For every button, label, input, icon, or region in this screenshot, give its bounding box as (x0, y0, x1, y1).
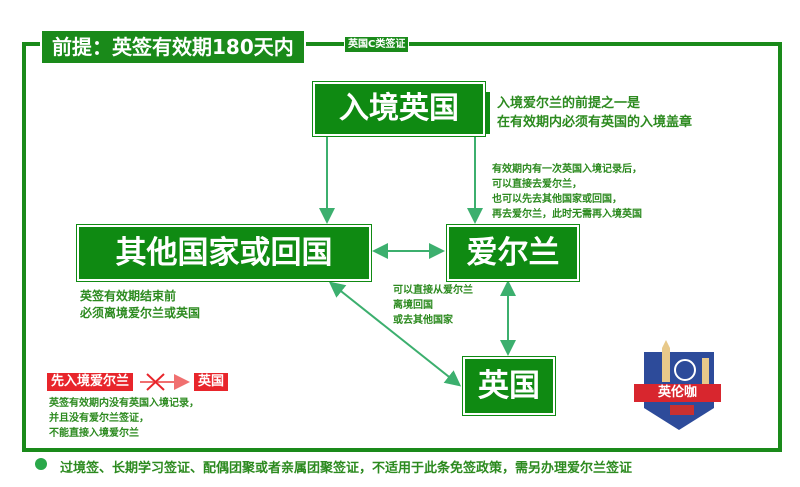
leave-note: 英签有效期结束前必须离境爱尔兰或英国 (80, 288, 200, 322)
note-line: 英签有效期内没有英国入境记录， (49, 398, 199, 409)
node-other-country: 其他国家或回国 (77, 225, 371, 281)
note-line: 也可以先去其他国家或回国， (492, 194, 622, 205)
note-line: 有效期内有一次英国入境记录后， (492, 164, 642, 175)
node-uk: 英国 (463, 357, 555, 415)
note-line: 必须离境爱尔兰或英国 (80, 306, 201, 320)
logo-text: 英伦咖 (657, 385, 697, 400)
note-line: 在有效期内必须有英国的入境盖章 (497, 115, 693, 130)
note-line: 入境爱尔兰的前提之一是 (497, 96, 641, 111)
page-title: 前提：英签有效期180天内 (40, 29, 306, 65)
invalid-note: 英签有效期内没有英国入境记录， 并且没有爱尔兰签证， 不能直接入境爱尔兰 (49, 396, 199, 441)
note-line: 可以直接从爱尔兰 (393, 285, 473, 296)
arrow-other-uk (328, 281, 462, 387)
note-line: 或去其他国家 (393, 315, 453, 326)
node-ireland: 爱尔兰 (447, 225, 579, 281)
bullet-icon (35, 458, 47, 470)
from-ireland-note: 可以直接从爱尔兰离境回国或去其他国家 (393, 283, 473, 328)
record-note: 有效期内有一次英国入境记录后， 可以直接去爱尔兰， 也可以先去其他国家或回国， 再去爱… (492, 162, 642, 222)
cross-icon (146, 373, 165, 391)
visa-type-badge: 英国C类签证 (344, 36, 410, 53)
node-enter-uk: 入境英国 (313, 82, 485, 136)
wrong-to-label: 英国 (194, 373, 229, 391)
note-line: 离境回国 (393, 300, 433, 311)
divider (486, 92, 490, 134)
note-line: 再去爱尔兰，此时无需再入境英国 (492, 209, 642, 220)
note-line: 不能直接入境爱尔兰 (49, 428, 139, 439)
logo: 英伦咖 (630, 340, 725, 435)
note-line: 英签有效期结束前 (80, 289, 177, 303)
wrong-from-label: 先入境爱尔兰 (47, 373, 134, 391)
premise-note: 入境爱尔兰的前提之一是在有效期内必须有英国的入境盖章 (497, 94, 692, 132)
note-line: 可以直接去爱尔兰， (492, 179, 582, 190)
note-line: 并且没有爱尔兰签证， (49, 413, 149, 424)
bottom-note: 过境签、长期学习签证、配偶团聚或者亲属团聚签证，不适用于此条免签政策，需另办理爱… (60, 461, 633, 476)
